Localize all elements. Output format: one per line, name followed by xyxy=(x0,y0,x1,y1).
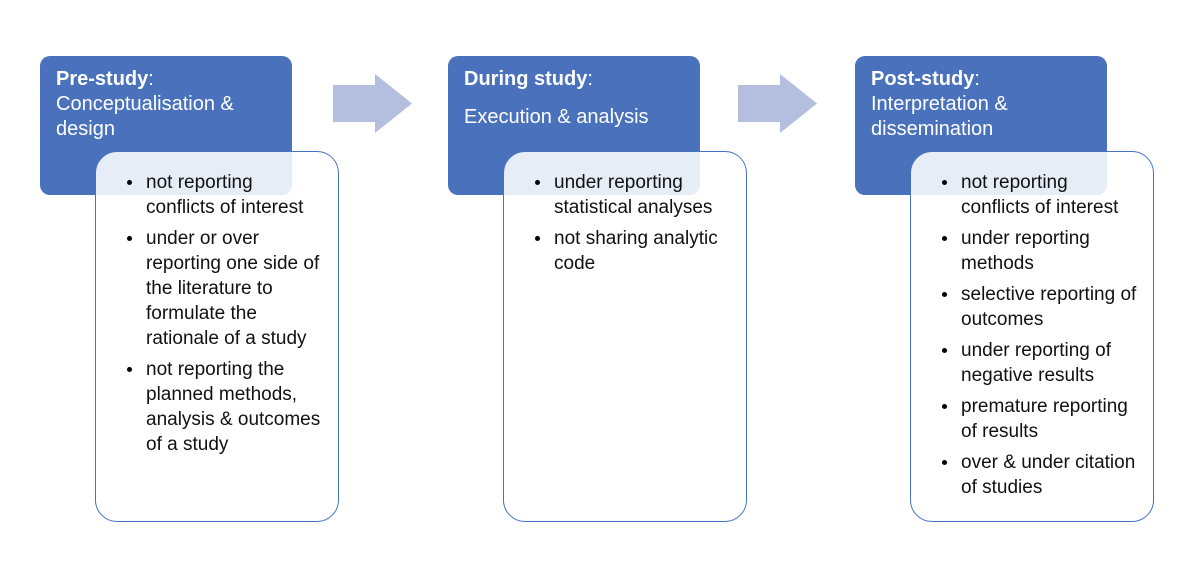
stage-title-colon: : xyxy=(148,68,154,90)
stage-title: Post-study: xyxy=(871,67,1091,92)
stage-post-study-content-box: not reporting conflicts of interest unde… xyxy=(910,151,1154,522)
stage-title: Pre-study: xyxy=(56,67,276,92)
stage-title-text: Pre-study xyxy=(56,68,149,90)
stage-title-text: During study xyxy=(464,68,588,90)
bullet-item: under reporting statistical analyses xyxy=(552,170,730,220)
bullet-item: not reporting conflicts of interest xyxy=(959,170,1137,220)
stage-title-colon: : xyxy=(974,68,980,90)
stage-subtitle: Interpretation & dissemination xyxy=(871,93,1008,140)
stage-title: During study: xyxy=(464,67,684,92)
stage-title-text: Post-study xyxy=(871,68,975,90)
bullet-item: under or over reporting one side of the … xyxy=(144,226,322,351)
flow-arrow-icon xyxy=(333,74,412,133)
stage-pre-study: Pre-study: Conceptualisation & design no… xyxy=(40,56,346,526)
flow-arrow-icon xyxy=(738,74,817,133)
bullet-item: not reporting conflicts of interest xyxy=(144,170,322,220)
stage-during-study-content-box: under reporting statistical analyses not… xyxy=(503,151,747,522)
bullet-item: not sharing analytic code xyxy=(552,226,730,276)
bullet-list: not reporting conflicts of interest unde… xyxy=(114,170,322,457)
bullet-item: selective reporting of outcomes xyxy=(959,282,1137,332)
stage-title-colon: : xyxy=(587,68,593,90)
stage-during-study: During study: Execution & analysis under… xyxy=(448,56,754,526)
bullet-item: premature reporting of results xyxy=(959,394,1137,444)
bullet-item: over & under citation of studies xyxy=(959,450,1137,500)
bullet-list: not reporting conflicts of interest unde… xyxy=(929,170,1137,500)
bullet-list: under reporting statistical analyses not… xyxy=(522,170,730,276)
stage-subtitle: Conceptualisation & design xyxy=(56,93,234,140)
stage-pre-study-content-box: not reporting conflicts of interest unde… xyxy=(95,151,339,522)
bullet-item: under reporting methods xyxy=(959,226,1137,276)
stage-subtitle: Execution & analysis xyxy=(464,106,649,128)
bullet-item: under reporting of negative results xyxy=(959,338,1137,388)
bullet-item: not reporting the planned methods, analy… xyxy=(144,357,322,457)
stage-post-study: Post-study: Interpretation & disseminati… xyxy=(855,56,1161,526)
